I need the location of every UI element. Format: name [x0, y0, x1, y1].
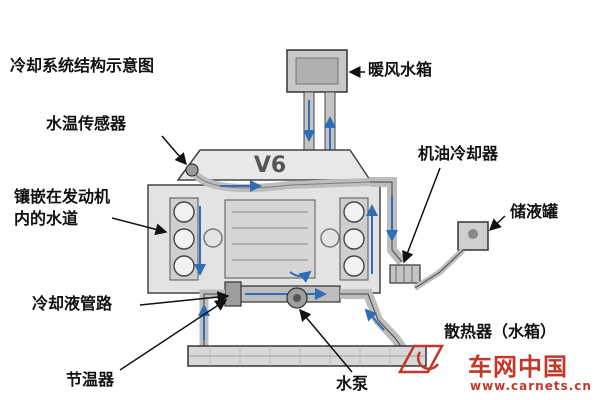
- leader-thermostat: [119, 299, 228, 371]
- watermark-logo: [397, 344, 445, 374]
- heater-core: [286, 49, 348, 93]
- leader-water-pump: [299, 308, 353, 373]
- engine-block: [147, 184, 381, 294]
- radiator-upper-hose: [370, 177, 406, 266]
- leader-coolant-pipes: [139, 291, 230, 306]
- right-cylinder-bank: [339, 197, 369, 281]
- leader-water-jacket: [111, 217, 168, 236]
- reservoir: [413, 221, 489, 291]
- radiator: [187, 345, 427, 367]
- left-return-hose: [198, 289, 225, 346]
- coolant-pipe-assembly: [224, 281, 341, 307]
- watermark-url: www.carnets.cn: [470, 379, 592, 393]
- engine-badge: V6: [254, 153, 286, 178]
- label-coolant-pipes: 冷却液管路: [32, 294, 113, 313]
- engine-cover: V6: [176, 149, 372, 181]
- radiator-lower-hose: [340, 289, 410, 355]
- temp-sensor: [185, 163, 199, 177]
- left-cylinder-bank: [169, 197, 199, 281]
- label-reservoir: 储液罐: [510, 202, 559, 221]
- leader-temp-sensor: [161, 135, 187, 166]
- leader-reservoir: [488, 215, 506, 232]
- label-temp-sensor: 水温传感器: [46, 114, 127, 133]
- leader-oil-cooler: [402, 167, 441, 264]
- label-oil-cooler: 机油冷却器: [418, 144, 499, 163]
- diagram-title: 冷却系统结构示意图: [10, 56, 155, 75]
- label-water-pump: 水泵: [336, 374, 369, 393]
- water-jacket-flow: [193, 171, 378, 283]
- label-radiator: 散热器（水箱）: [444, 322, 557, 341]
- water-pump: [286, 287, 308, 309]
- leader-lines: [111, 66, 506, 373]
- label-thermostat: 节温器: [66, 370, 115, 389]
- oil-cooler: [389, 264, 421, 284]
- label-water-jacket: 镶嵌在发动机 内的水道: [14, 187, 111, 228]
- thermostat-housing: [224, 281, 242, 307]
- watermark-brand: 车网中国: [468, 353, 568, 381]
- label-heater-core: 暖风水箱: [368, 60, 433, 79]
